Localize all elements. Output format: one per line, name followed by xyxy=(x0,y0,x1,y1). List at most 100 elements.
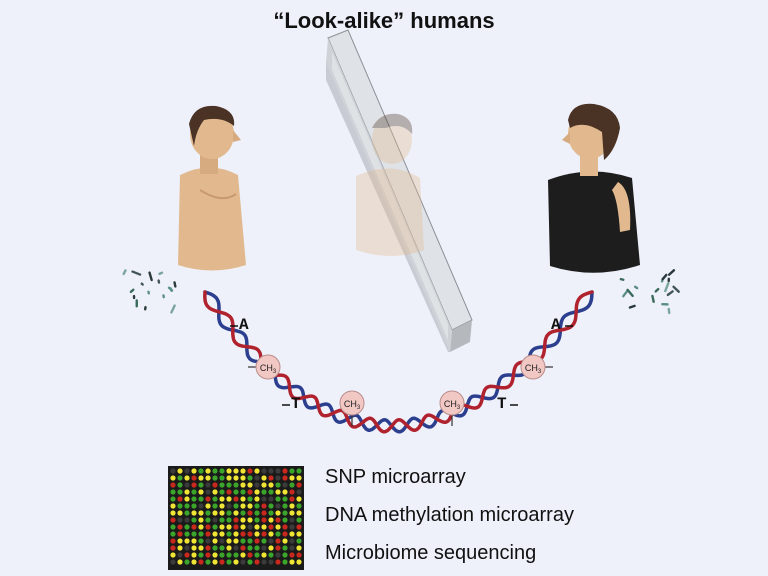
array-spot xyxy=(282,524,288,530)
array-spot xyxy=(198,489,204,495)
array-spot xyxy=(289,468,295,474)
array-spot xyxy=(177,482,183,488)
array-spot xyxy=(170,503,176,509)
microbe-cluster-right xyxy=(619,269,680,315)
array-spot xyxy=(226,559,232,565)
array-spot xyxy=(212,489,218,495)
array-spot xyxy=(275,524,281,530)
array-spot xyxy=(212,559,218,565)
array-spot xyxy=(247,475,253,481)
array-spot xyxy=(240,510,246,516)
array-spot xyxy=(282,531,288,537)
array-spot xyxy=(205,468,211,474)
microbe xyxy=(122,269,127,276)
array-spot xyxy=(240,559,246,565)
array-spot xyxy=(240,517,246,523)
array-spot xyxy=(296,559,302,565)
svg-text:CH3: CH3 xyxy=(525,363,542,375)
array-spot xyxy=(170,496,176,502)
array-spot xyxy=(170,482,176,488)
array-spot xyxy=(247,545,253,551)
array-spot xyxy=(184,531,190,537)
array-spot xyxy=(289,531,295,537)
array-spot xyxy=(170,538,176,544)
microbe xyxy=(173,281,177,288)
array-spot xyxy=(177,531,183,537)
array-spot xyxy=(177,489,183,495)
array-spot xyxy=(191,538,197,544)
array-spot xyxy=(282,496,288,502)
array-spot xyxy=(205,552,211,558)
array-spot xyxy=(268,482,274,488)
array-spot xyxy=(296,552,302,558)
microbe xyxy=(162,294,165,299)
array-spot xyxy=(205,496,211,502)
array-spot xyxy=(247,482,253,488)
array-spot xyxy=(212,503,218,509)
microbe xyxy=(170,304,176,314)
array-spot xyxy=(198,475,204,481)
array-spot xyxy=(191,496,197,502)
array-spot xyxy=(240,524,246,530)
array-spot xyxy=(261,538,267,544)
array-spot xyxy=(289,524,295,530)
array-spot xyxy=(177,517,183,523)
array-spot xyxy=(191,468,197,474)
array-spot xyxy=(184,510,190,516)
array-spot xyxy=(247,517,253,523)
array-spot xyxy=(240,468,246,474)
array-spot xyxy=(240,552,246,558)
array-spot xyxy=(240,531,246,537)
array-spot xyxy=(240,503,246,509)
array-spot xyxy=(247,468,253,474)
array-spot xyxy=(289,489,295,495)
array-spot xyxy=(177,503,183,509)
array-spot xyxy=(177,496,183,502)
array-spot xyxy=(198,482,204,488)
array-spot xyxy=(198,559,204,565)
array-spot xyxy=(282,503,288,509)
array-spot xyxy=(205,517,211,523)
microbe xyxy=(666,290,674,297)
microbe xyxy=(131,270,142,276)
array-spot xyxy=(296,475,302,481)
microbe xyxy=(157,279,161,284)
array-spot xyxy=(268,503,274,509)
array-spot xyxy=(177,510,183,516)
array-spot xyxy=(282,545,288,551)
array-spot xyxy=(212,524,218,530)
array-spot xyxy=(184,517,190,523)
array-spot xyxy=(261,482,267,488)
array-spot xyxy=(226,503,232,509)
array-spot xyxy=(254,524,260,530)
array-spot xyxy=(170,517,176,523)
legend-snp-microarray: SNP microarray xyxy=(325,466,466,488)
array-spot xyxy=(261,559,267,565)
microbe xyxy=(143,306,147,311)
microbe xyxy=(148,271,153,282)
array-spot xyxy=(261,468,267,474)
array-spot xyxy=(282,489,288,495)
array-spot xyxy=(275,475,281,481)
array-spot xyxy=(212,531,218,537)
array-spot xyxy=(205,531,211,537)
microbe xyxy=(129,288,135,294)
array-spot xyxy=(289,496,295,502)
array-spot xyxy=(219,552,225,558)
microbe xyxy=(633,285,639,290)
array-spot xyxy=(289,559,295,565)
array-spot xyxy=(170,559,176,565)
array-spot xyxy=(198,538,204,544)
array-spot xyxy=(177,552,183,558)
legend-dna-methylation-microarray: DNA methylation microarray xyxy=(325,504,574,526)
array-spot xyxy=(268,538,274,544)
array-spot xyxy=(282,559,288,565)
array-spot xyxy=(268,517,274,523)
array-spot xyxy=(268,496,274,502)
array-spot xyxy=(198,468,204,474)
methyl-group-2: CH3 xyxy=(339,390,365,426)
array-spot xyxy=(275,538,281,544)
right-person xyxy=(548,103,640,273)
array-spot xyxy=(191,489,197,495)
